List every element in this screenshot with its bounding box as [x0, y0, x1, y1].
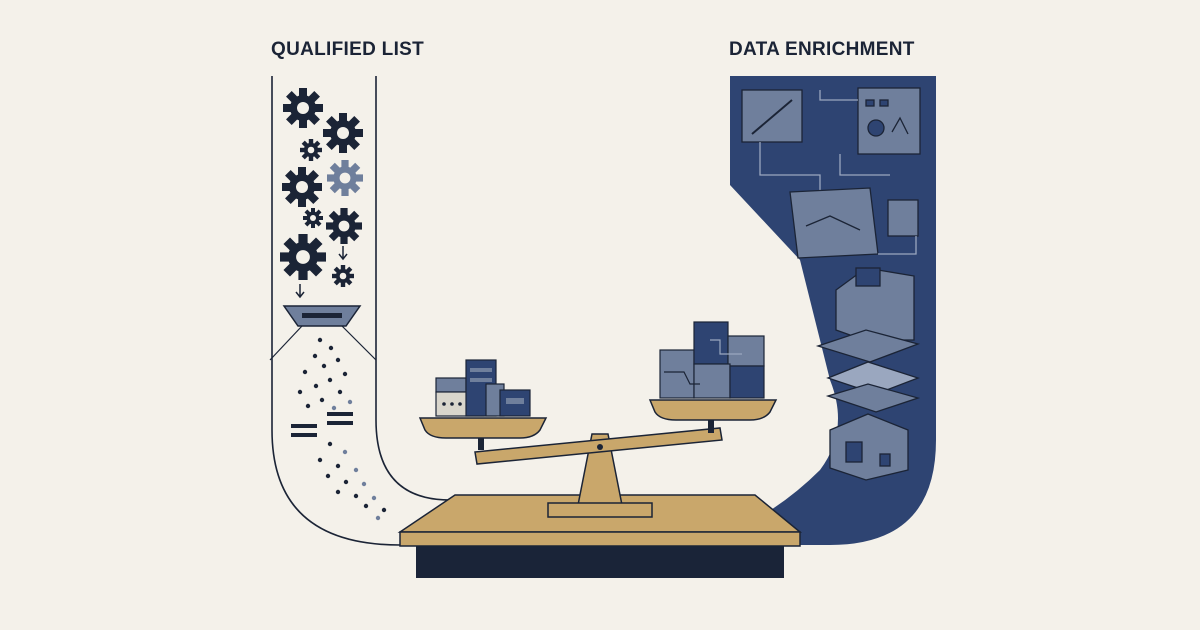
gear-icon: [326, 208, 362, 244]
gear-icon: [327, 160, 363, 196]
circuit-block-icon: [659, 321, 765, 399]
gear-icon: [303, 208, 323, 228]
qualified-list-outline: [271, 76, 401, 546]
gear-icon: [323, 113, 363, 153]
arrow-down-icon: [295, 284, 305, 299]
enrichment-diagram: [741, 87, 921, 481]
building-block-icon: [435, 359, 531, 417]
qualified-list-inner-outline: [375, 76, 451, 501]
gear-icon: [283, 88, 323, 128]
gear-icon: [280, 234, 326, 280]
gear-icon: [282, 167, 322, 207]
funnel-icon: [269, 305, 377, 361]
gear-icon: [300, 139, 322, 161]
gear-icon: [332, 265, 354, 287]
data-dot-stream: [297, 337, 387, 521]
data-enrichment-label: DATA ENRICHMENT: [729, 39, 915, 60]
qualified-list-label: QUALIFIED LIST: [271, 39, 425, 60]
balance-scale-icon: [418, 399, 778, 518]
equals-icon: [291, 412, 353, 437]
arrow-down-icon: [338, 246, 348, 261]
